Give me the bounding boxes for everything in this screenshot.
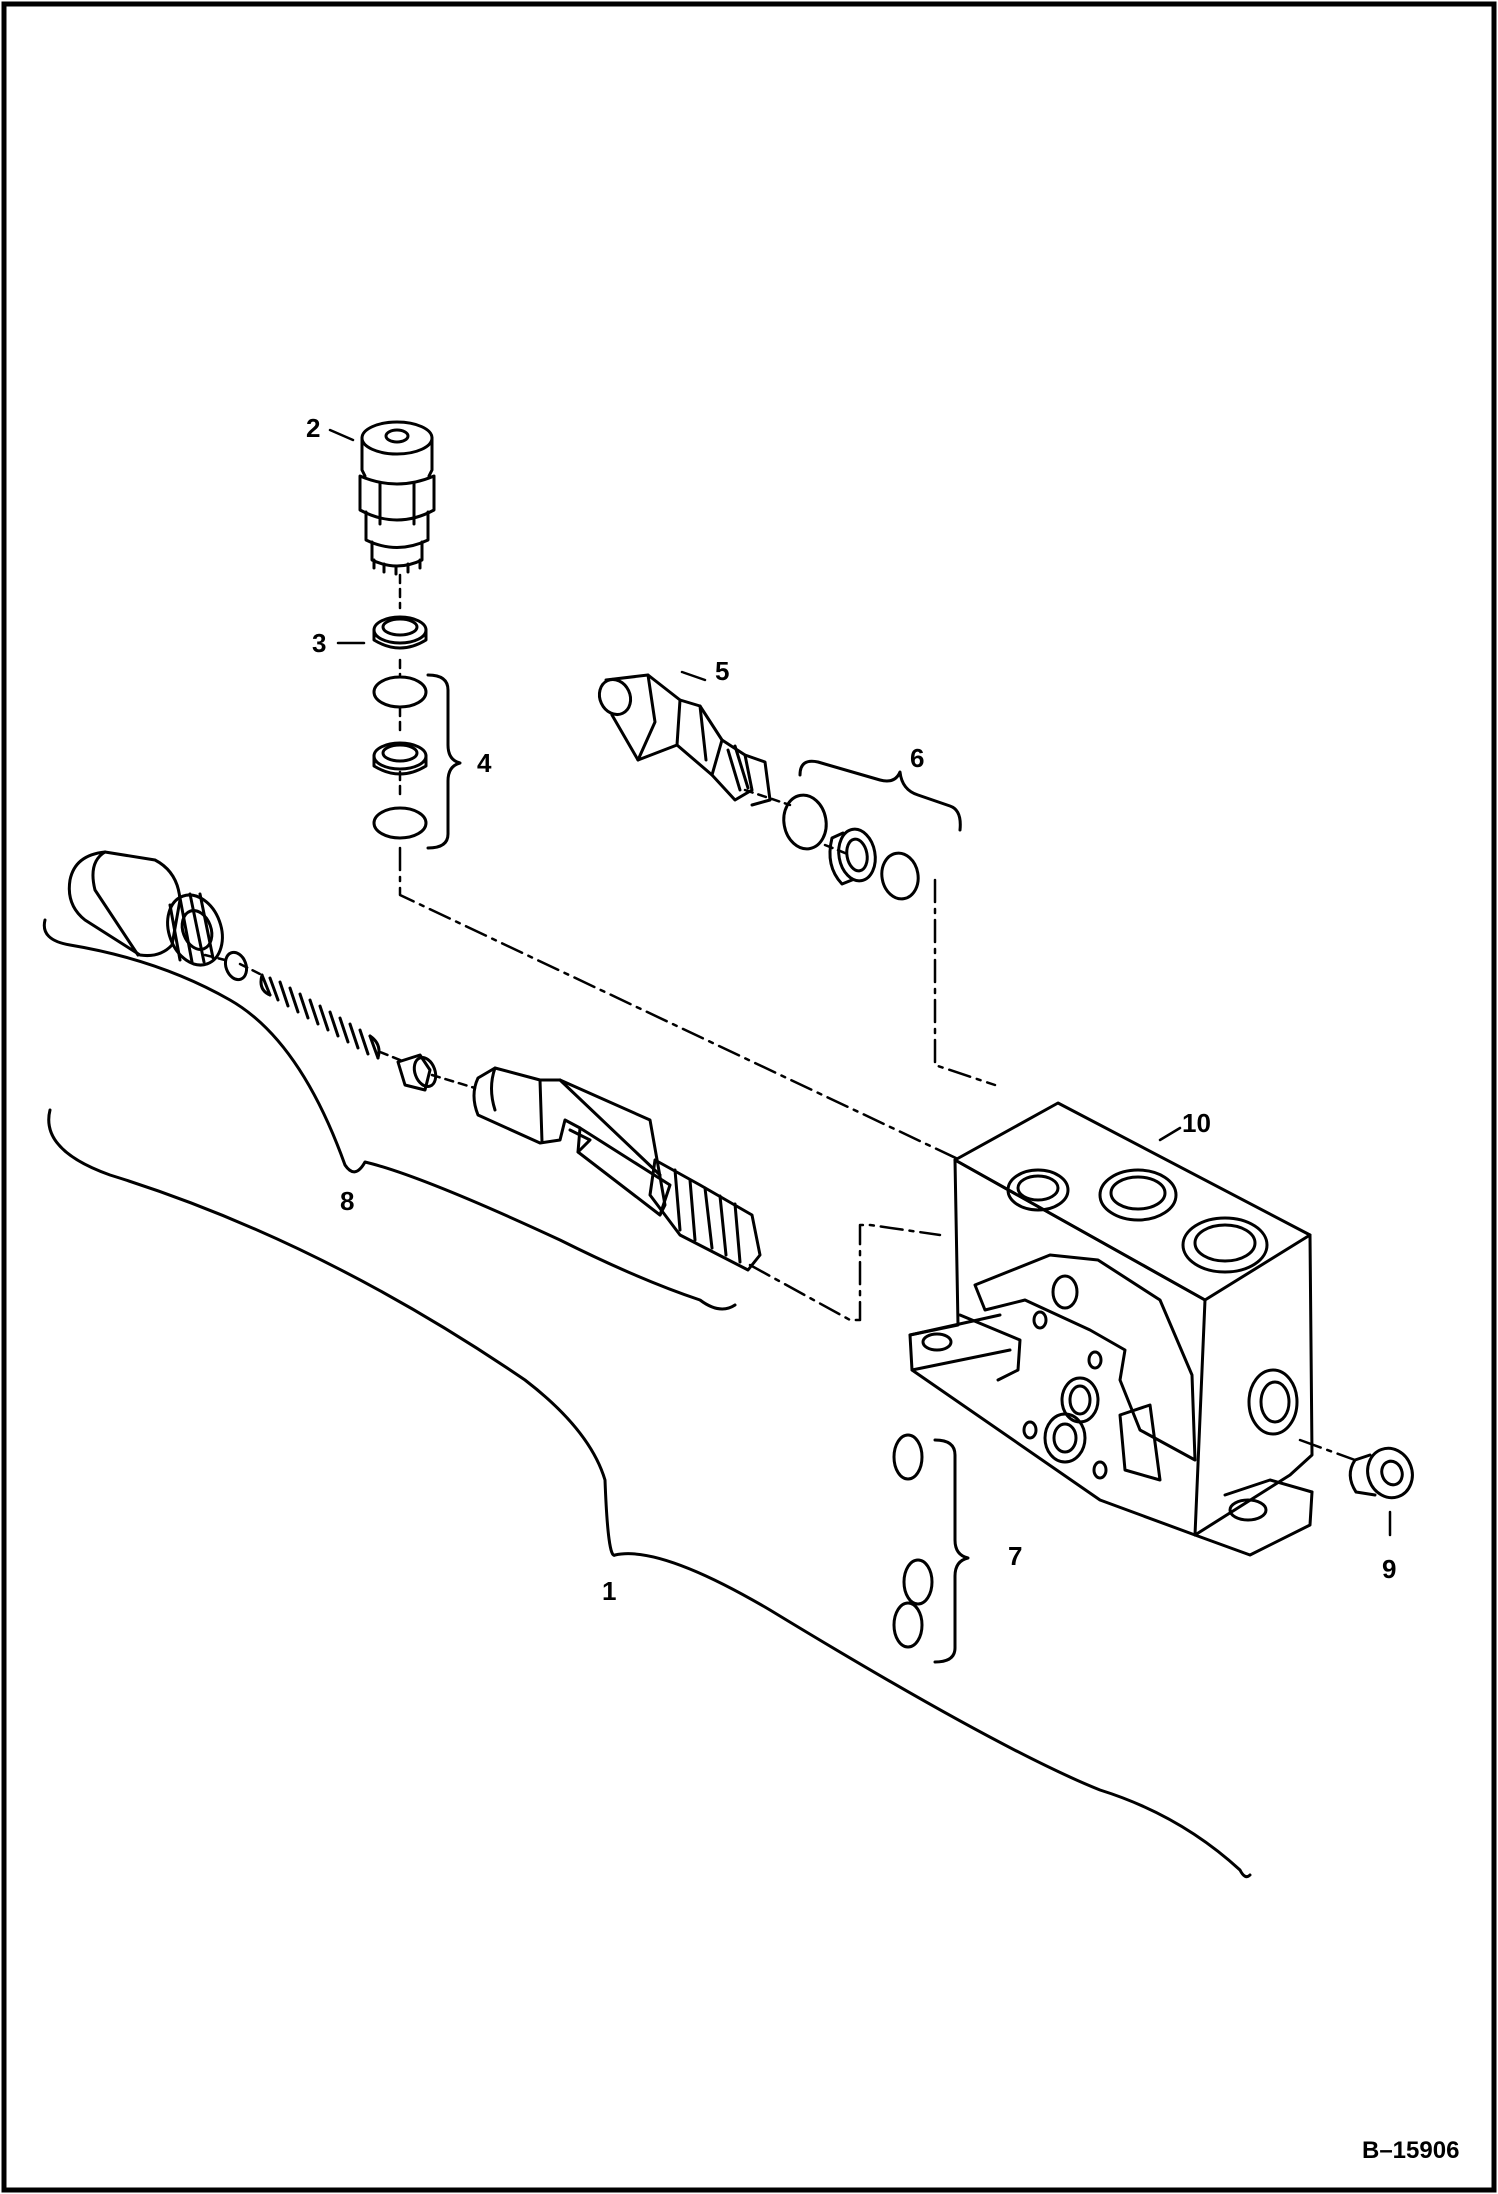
leader-lines bbox=[328, 428, 1392, 1537]
figure-reference: B–15906 bbox=[1362, 2137, 1459, 2164]
part-1-bracket bbox=[47, 1108, 1252, 1879]
callout-10: 10 bbox=[1182, 1108, 1211, 1138]
part-4-seal-kit bbox=[372, 673, 462, 850]
part-3-ring bbox=[372, 615, 428, 650]
part-10-valve-block bbox=[908, 1101, 1314, 1557]
callout-3: 3 bbox=[312, 628, 326, 658]
callout-5: 5 bbox=[715, 656, 729, 686]
callout-6: 6 bbox=[910, 743, 924, 773]
part-9-plug bbox=[1348, 1446, 1414, 1500]
callout-2: 2 bbox=[306, 413, 320, 443]
callout-7: 7 bbox=[1008, 1541, 1022, 1571]
callout-9: 9 bbox=[1382, 1554, 1396, 1584]
callout-8: 8 bbox=[340, 1186, 354, 1216]
part-8-spool-assembly bbox=[42, 850, 762, 1311]
callout-4: 4 bbox=[477, 748, 492, 778]
part-2-relief-valve bbox=[358, 420, 436, 576]
callout-labels: 1 2 3 4 5 6 7 8 9 10 B–15906 bbox=[306, 413, 1459, 2164]
part-6-seal-kit bbox=[782, 759, 962, 901]
part-7-o-rings bbox=[892, 1433, 970, 1664]
callout-1: 1 bbox=[602, 1576, 616, 1606]
part-5-relief-valve bbox=[597, 673, 772, 807]
assembly-centerlines bbox=[398, 846, 1357, 1462]
